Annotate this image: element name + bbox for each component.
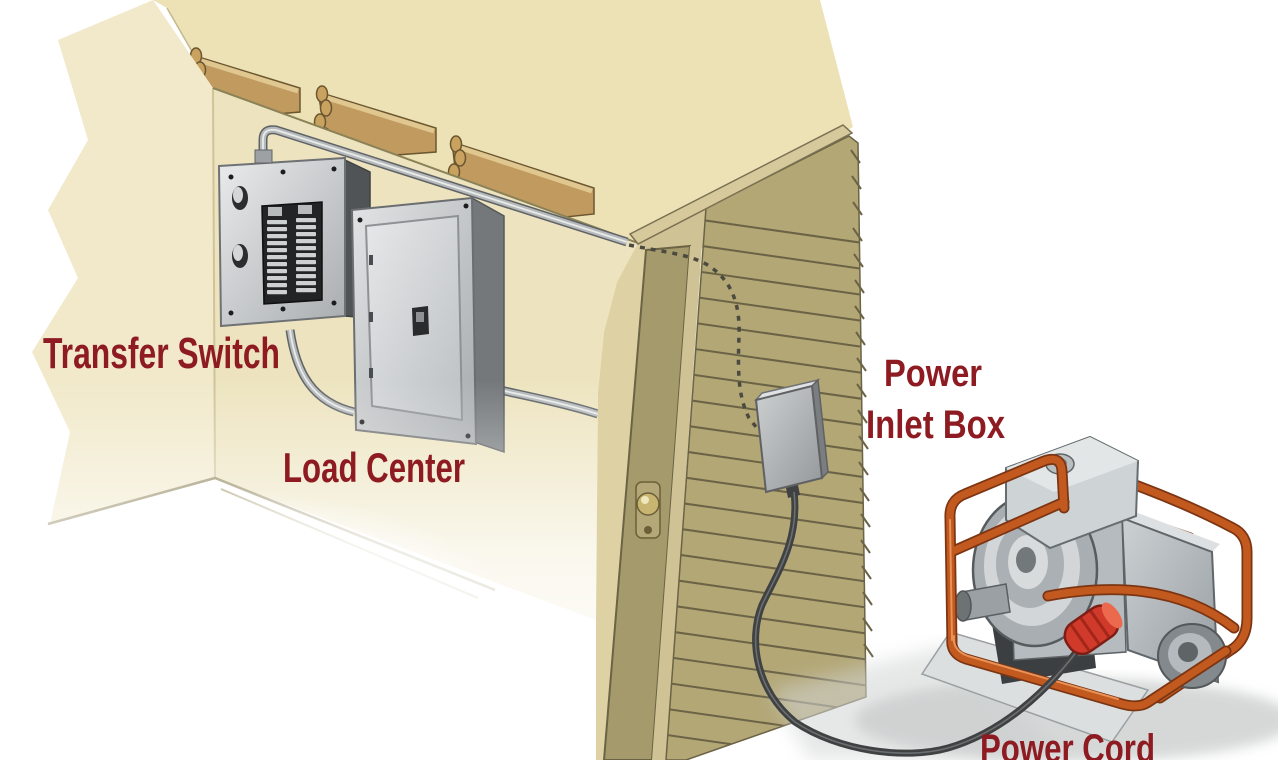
- siding-edge-sawtooth: [850, 149, 874, 658]
- label-load-center: Load Center: [283, 444, 465, 491]
- rear-block-top: [1122, 510, 1220, 552]
- wall-top-edge: [212, 87, 639, 244]
- hinges: [369, 255, 373, 378]
- portable-generator: [920, 435, 1253, 743]
- keyhole: [644, 526, 652, 534]
- knob: [636, 492, 660, 516]
- ceiling-plane: [153, 0, 853, 243]
- inlet-box-front: [754, 384, 824, 494]
- power-inlet-box: [753, 378, 829, 498]
- door-knob: [635, 481, 661, 539]
- fascia-band: [628, 124, 854, 245]
- door-jamb: [596, 243, 646, 760]
- frame-front-tubes: [944, 453, 1240, 712]
- shaft-stub: [954, 583, 1011, 622]
- label-power-inlet-box-line1: Power: [884, 353, 982, 395]
- power-cord-cable: [752, 491, 1088, 757]
- labels: Transfer Switch Load Center Power Inlet …: [43, 329, 1155, 760]
- label-power-inlet-box-line2: Inlet Box: [866, 403, 1005, 447]
- label-transfer-switch: Transfer Switch: [43, 329, 280, 378]
- breaker-switches: [267, 205, 316, 295]
- conduit-connector: [254, 149, 273, 164]
- transfer-switch-box: [217, 149, 371, 328]
- hidden-wire-dashed: [628, 243, 762, 434]
- knob-highlight: [641, 496, 649, 504]
- corner-screws: [228, 166, 337, 316]
- frame-highlight: [949, 519, 1119, 700]
- latch-detail: [416, 312, 424, 322]
- label-power-cord: Power Cord: [980, 727, 1155, 760]
- conduit-ceiling-run: [258, 125, 629, 247]
- cord-plug: [1063, 602, 1123, 656]
- wall-fade-blob: [0, 490, 540, 760]
- door-right-trim: [652, 245, 702, 760]
- knockout-ovals: [232, 186, 248, 268]
